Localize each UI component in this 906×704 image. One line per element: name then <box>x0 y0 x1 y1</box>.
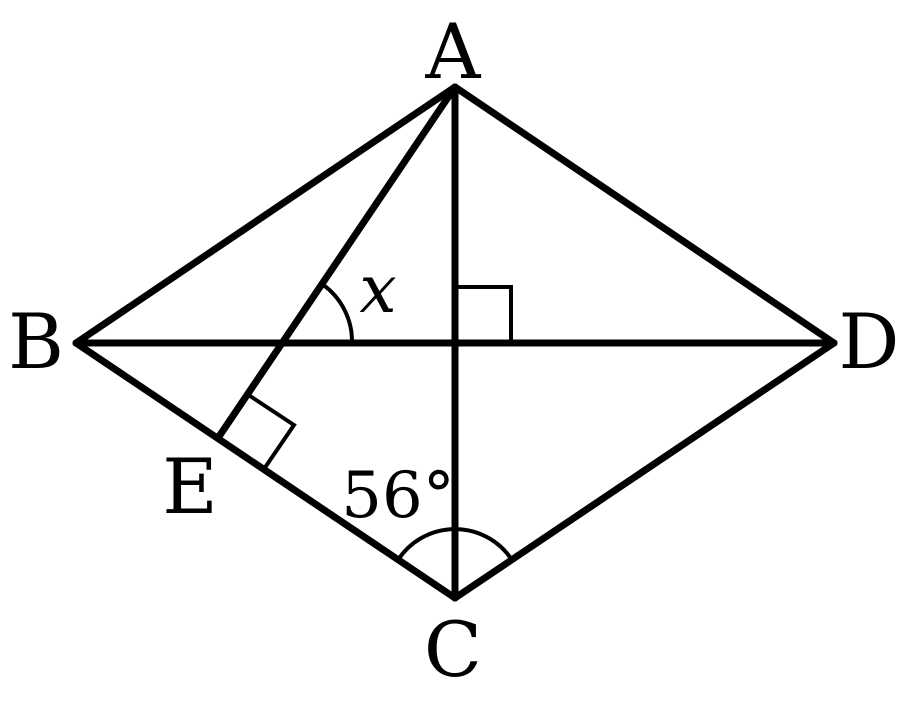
side-bc <box>72 339 459 602</box>
angle-arc-x <box>320 282 355 344</box>
vertex-label-d: D <box>839 297 900 386</box>
angle-arc-c <box>396 527 514 562</box>
angle-label-56: 56° <box>341 459 454 533</box>
side-ab <box>72 83 459 347</box>
vertex-label-e: E <box>162 442 217 531</box>
right-angle-mark-center <box>455 285 513 343</box>
side-cd <box>451 339 838 602</box>
segment-ae <box>214 83 459 442</box>
side-ad <box>451 83 838 347</box>
vertex-label-c: C <box>424 605 482 694</box>
vertex-label-a: A <box>425 7 482 96</box>
right-angle-mark-e <box>245 392 297 471</box>
vertex-label-b: B <box>8 297 64 386</box>
angle-label-x: x <box>359 251 396 328</box>
